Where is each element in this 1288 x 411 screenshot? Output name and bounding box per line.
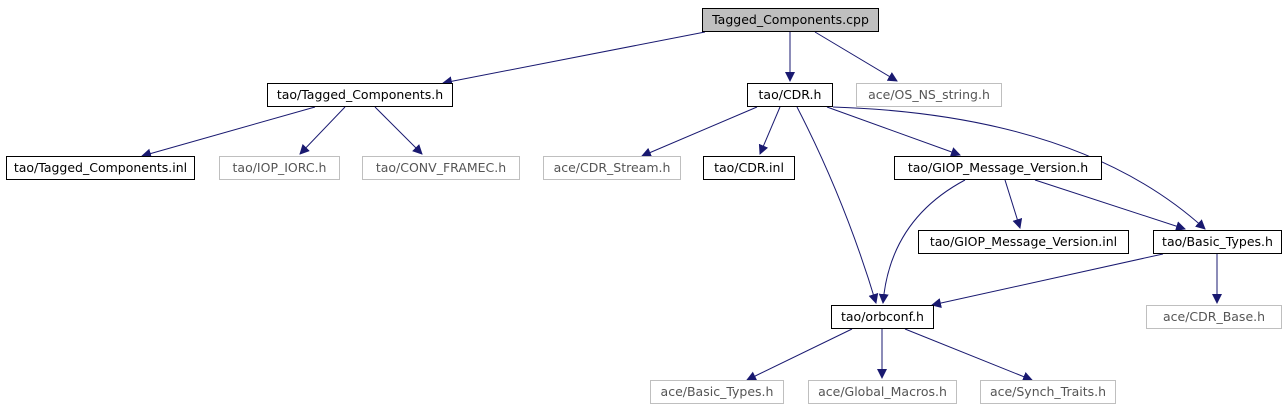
edge-layer [141, 31, 1222, 382]
edge-orbconf-to-ace-basic-types [746, 328, 853, 381]
node-tao-tagged-components-h[interactable]: tao/Tagged_Components.h [267, 83, 453, 107]
node-ace-cdr-base-h: ace/CDR_Base.h [1146, 305, 1282, 329]
edge-tagged-components-h-to-inl [141, 106, 316, 159]
edge-cdr-h-to-basic-types-h [832, 106, 1206, 230]
edge-cdr-h-to-cdr-inl [758, 106, 781, 155]
edge-root-to-tagged-components-h [442, 31, 706, 87]
node-ace-synch-traits-h: ace/Synch_Traits.h [980, 380, 1116, 404]
edge-tagged-components-h-to-conv-framec [374, 106, 423, 155]
edge-tagged-components-h-to-iop-iorc [299, 106, 346, 155]
node-tao-giop-message-version-inl[interactable]: tao/GIOP_Message_Version.inl [918, 230, 1129, 254]
node-ace-cdr-stream-h: ace/CDR_Stream.h [543, 156, 681, 180]
node-tao-iop-iorc-h: tao/IOP_IORC.h [219, 156, 340, 180]
edge-giop-message-version-h-to-orbconf [878, 179, 966, 304]
edge-giop-message-version-h-to-basic-types-h [1034, 179, 1186, 231]
edge-basic-types-h-to-orbconf [931, 253, 1164, 308]
node-tao-basic-types-h[interactable]: tao/Basic_Types.h [1153, 230, 1282, 254]
node-tao-tagged-components-inl[interactable]: tao/Tagged_Components.inl [6, 156, 195, 180]
edge-giop-message-version-h-to-inl [1004, 179, 1023, 229]
node-tao-orbconf-h[interactable]: tao/orbconf.h [831, 305, 934, 329]
edge-orbconf-to-synch-traits [904, 328, 1033, 382]
node-tao-cdr-h[interactable]: tao/CDR.h [747, 83, 833, 107]
node-ace-basic-types-h: ace/Basic_Types.h [650, 380, 784, 404]
edge-cdr-h-to-orbconf [796, 106, 879, 304]
edge-cdr-h-to-giop-message-version-h [826, 106, 961, 157]
node-tao-giop-message-version-h[interactable]: tao/GIOP_Message_Version.h [894, 156, 1102, 180]
edge-cdr-h-to-cdr-stream [641, 106, 758, 158]
edge-root-to-os-ns-string [814, 31, 898, 82]
node-ace-global-macros-h: ace/Global_Macros.h [808, 380, 957, 404]
node-ace-os-ns-string-h: ace/OS_NS_string.h [856, 83, 1002, 107]
node-tao-conv-framec-h: tao/CONV_FRAMEC.h [362, 156, 520, 180]
node-tao-cdr-inl[interactable]: tao/CDR.inl [703, 156, 795, 180]
node-tagged-components-cpp: Tagged_Components.cpp [702, 8, 879, 32]
